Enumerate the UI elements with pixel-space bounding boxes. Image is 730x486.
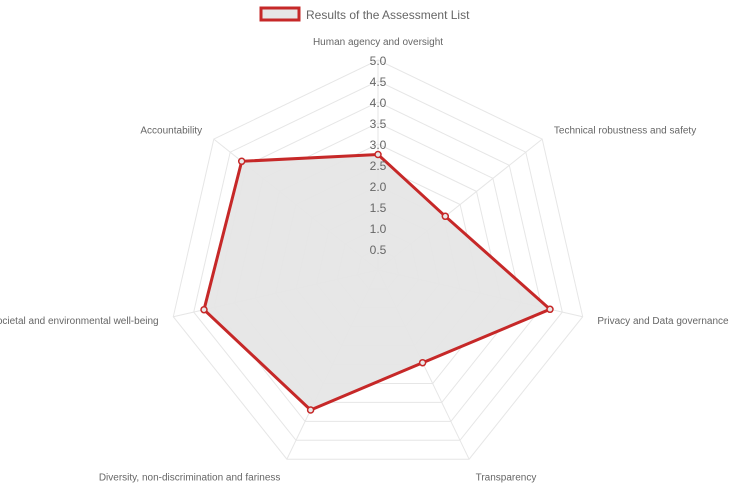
axis-label: Diversity, non-discrimination and farine…	[99, 473, 281, 484]
data-point[interactable]	[546, 305, 554, 314]
data-point[interactable]	[237, 157, 246, 166]
tick-label: 4.0	[370, 96, 387, 110]
axis-label: Accountability	[140, 126, 202, 137]
tick-label: 2.5	[370, 159, 387, 173]
tick-label: 1.5	[370, 201, 387, 215]
grid-ring	[172, 59, 584, 460]
data-point[interactable]	[200, 305, 208, 314]
grid-ring	[193, 80, 563, 441]
data-point[interactable]	[306, 406, 315, 414]
legend-label[interactable]: Results of the Assessment List	[306, 8, 470, 22]
tick-label: 0.5	[370, 243, 387, 257]
tick-label: 4.5	[370, 75, 387, 89]
legend[interactable]: Results of the Assessment List	[259, 6, 470, 22]
tick-label: 3.5	[370, 117, 387, 131]
axis-label: Societal and environmental well-being	[0, 316, 159, 327]
data-point[interactable]	[418, 358, 427, 367]
axis-label: Technical robustness and safety	[554, 126, 696, 137]
data-point[interactable]	[374, 150, 382, 159]
legend-swatch[interactable]	[259, 6, 301, 22]
data-point[interactable]	[441, 212, 450, 221]
series-area	[202, 152, 553, 412]
axis-label: Transparency	[476, 473, 537, 484]
tick-label: 2.0	[370, 180, 387, 194]
axis-label: Privacy and Data governance	[597, 316, 729, 327]
tick-label: 5.0	[370, 54, 387, 68]
series-layer	[200, 150, 554, 414]
tick-label: 1.0	[370, 222, 387, 236]
tick-labels: 0.5 1.0 1.5 2.0 2.5 3.0 3.5 4.0 4.5 5.0	[370, 54, 387, 257]
tick-label: 3.0	[370, 138, 387, 152]
axis-label: Human agency and oversight	[313, 37, 443, 48]
